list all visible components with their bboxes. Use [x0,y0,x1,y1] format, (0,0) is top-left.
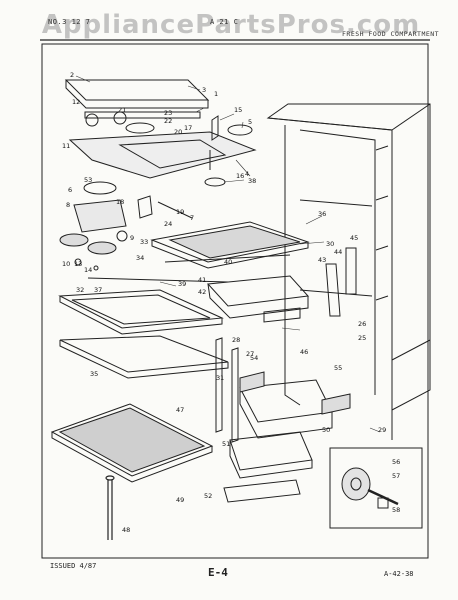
bottom-wire-shelf [50,403,214,483]
callout-19: 19 [176,208,184,216]
cabinet-drawing [266,103,431,440]
callout-28: 28 [232,336,240,344]
callout-25: 25 [358,334,366,342]
callout-7: 7 [190,214,194,222]
meat-keeper-drawer [206,275,310,323]
callout-5: 5 [248,118,252,126]
callout-11: 11 [62,142,70,150]
callout-41: 41 [198,276,206,284]
callout-53: 53 [84,176,92,184]
callout-52: 52 [204,492,212,500]
callout-46: 46 [300,348,308,356]
callout-3: 3 [202,86,206,94]
control-panel-group [64,79,257,187]
callout-2: 2 [70,71,74,79]
callout-49: 49 [176,496,184,504]
callout-18: 18 [116,198,124,206]
callout-56: 56 [392,458,400,466]
callout-20: 20 [174,128,182,136]
page-number: E-4 [208,566,228,579]
callout-27: 27 [246,350,254,358]
callout-44: 44 [334,248,342,256]
callout-31: 31 [216,374,224,382]
callout-43: 43 [318,256,326,264]
shelf-support-rails [215,337,239,443]
callout-42: 42 [198,288,206,296]
callout-51: 51 [222,440,230,448]
callout-13: 13 [74,260,82,268]
callout-32: 32 [76,286,84,294]
model-suffix-label: A 21 C [210,18,239,26]
callout-36: 36 [318,210,326,218]
callout-50: 50 [322,426,330,434]
callout-57: 57 [392,472,400,480]
callout-33: 33 [140,238,148,246]
diagram-frame [41,43,429,559]
watermark: AppliancePartsPros.com [41,10,421,40]
callout-17: 17 [184,124,192,132]
upper-shelf [150,221,310,269]
callout-12: 12 [72,98,80,106]
callout-1: 1 [214,90,218,98]
callout-22: 22 [164,117,172,125]
callout-10: 10 [62,260,70,268]
fan-light-assembly [59,181,193,271]
callout-14: 14 [84,266,92,274]
model-number-label: NO.3 12 7 [48,18,91,26]
callout-47: 47 [176,406,184,414]
callout-38: 38 [248,177,256,185]
crisper-drawer [223,371,351,503]
callout-26: 26 [358,320,366,328]
callout-16: 16 [236,172,244,180]
callout-6: 6 [68,186,72,194]
callout-15: 15 [234,106,242,114]
callout-leaders [75,75,381,433]
callout-54: 54 [250,354,258,362]
callout-24: 24 [164,220,172,228]
middle-shelf [58,277,229,379]
roller-inset [329,447,423,529]
issued-date: ISSUED 4/87 [50,562,97,570]
callout-45: 45 [350,234,358,242]
callout-35: 35 [90,370,98,378]
callout-29: 29 [378,426,386,434]
callout-48: 48 [122,526,130,534]
callout-numbers: 1 2 3 4 5 6 7 8 9 10 11 12 13 14 15 16 1… [62,71,400,534]
callout-8: 8 [66,201,70,209]
callout-58: 58 [392,506,400,514]
section-title: FRESH FOOD COMPARTMENT [342,30,440,38]
drawing-code: A-42-38 [384,570,414,578]
callout-55: 55 [334,364,342,372]
callout-4: 4 [245,170,249,178]
callout-37: 37 [94,286,102,294]
callout-40: 40 [224,258,232,266]
callout-21: 21 [118,106,126,114]
callout-30: 30 [326,240,334,248]
callout-34: 34 [136,254,144,262]
callout-23: 23 [164,109,172,117]
defrost-heater-part [105,475,115,540]
callout-39: 39 [178,280,186,288]
callout-9: 9 [130,234,134,242]
